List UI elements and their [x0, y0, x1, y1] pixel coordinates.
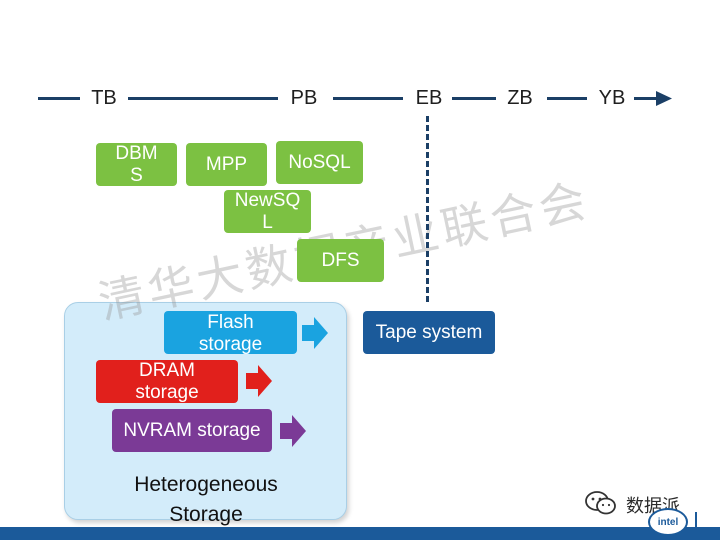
- nosql-box: NoSQL: [276, 141, 363, 184]
- intel-logo: intel: [648, 508, 688, 536]
- axis-segment-6: [634, 97, 660, 100]
- axis-segment-2: [128, 97, 278, 100]
- axis-segment-4: [452, 97, 496, 100]
- axis-label-eb: EB: [415, 87, 443, 109]
- intel-logo-text: intel: [657, 516, 679, 528]
- nvram-arrow-icon: [280, 415, 306, 447]
- nvram-storage-box: NVRAM storage: [112, 409, 272, 452]
- heterogeneous-storage-label: Heterogeneous Storage: [134, 473, 278, 526]
- axis-label-zb: ZB: [507, 87, 533, 109]
- flash-storage-box: Flash storage: [164, 311, 297, 354]
- wechat-icon: [585, 491, 616, 515]
- dbms-box: DBM S: [96, 143, 177, 186]
- axis-arrowhead-icon: [656, 91, 672, 106]
- axis-label-pb: PB: [290, 87, 318, 109]
- dram-arrow-icon: [246, 365, 272, 397]
- newsql-box: NewSQ L: [224, 190, 311, 233]
- axis-label-tb: TB: [91, 87, 117, 109]
- tape-system-box: Tape system: [363, 311, 495, 354]
- dfs-box: DFS: [297, 239, 384, 282]
- axis-segment-3: [333, 97, 403, 100]
- axis-segment-1: [38, 97, 80, 100]
- flash-arrow-icon: [302, 317, 328, 349]
- eb-dashed-divider: [426, 116, 429, 302]
- axis-segment-5: [547, 97, 587, 100]
- dram-storage-box: DRAM storage: [96, 360, 238, 403]
- axis-label-yb: YB: [598, 87, 626, 109]
- mpp-box: MPP: [186, 143, 267, 186]
- footer-divider: [695, 512, 697, 532]
- footer-bar: [0, 527, 720, 540]
